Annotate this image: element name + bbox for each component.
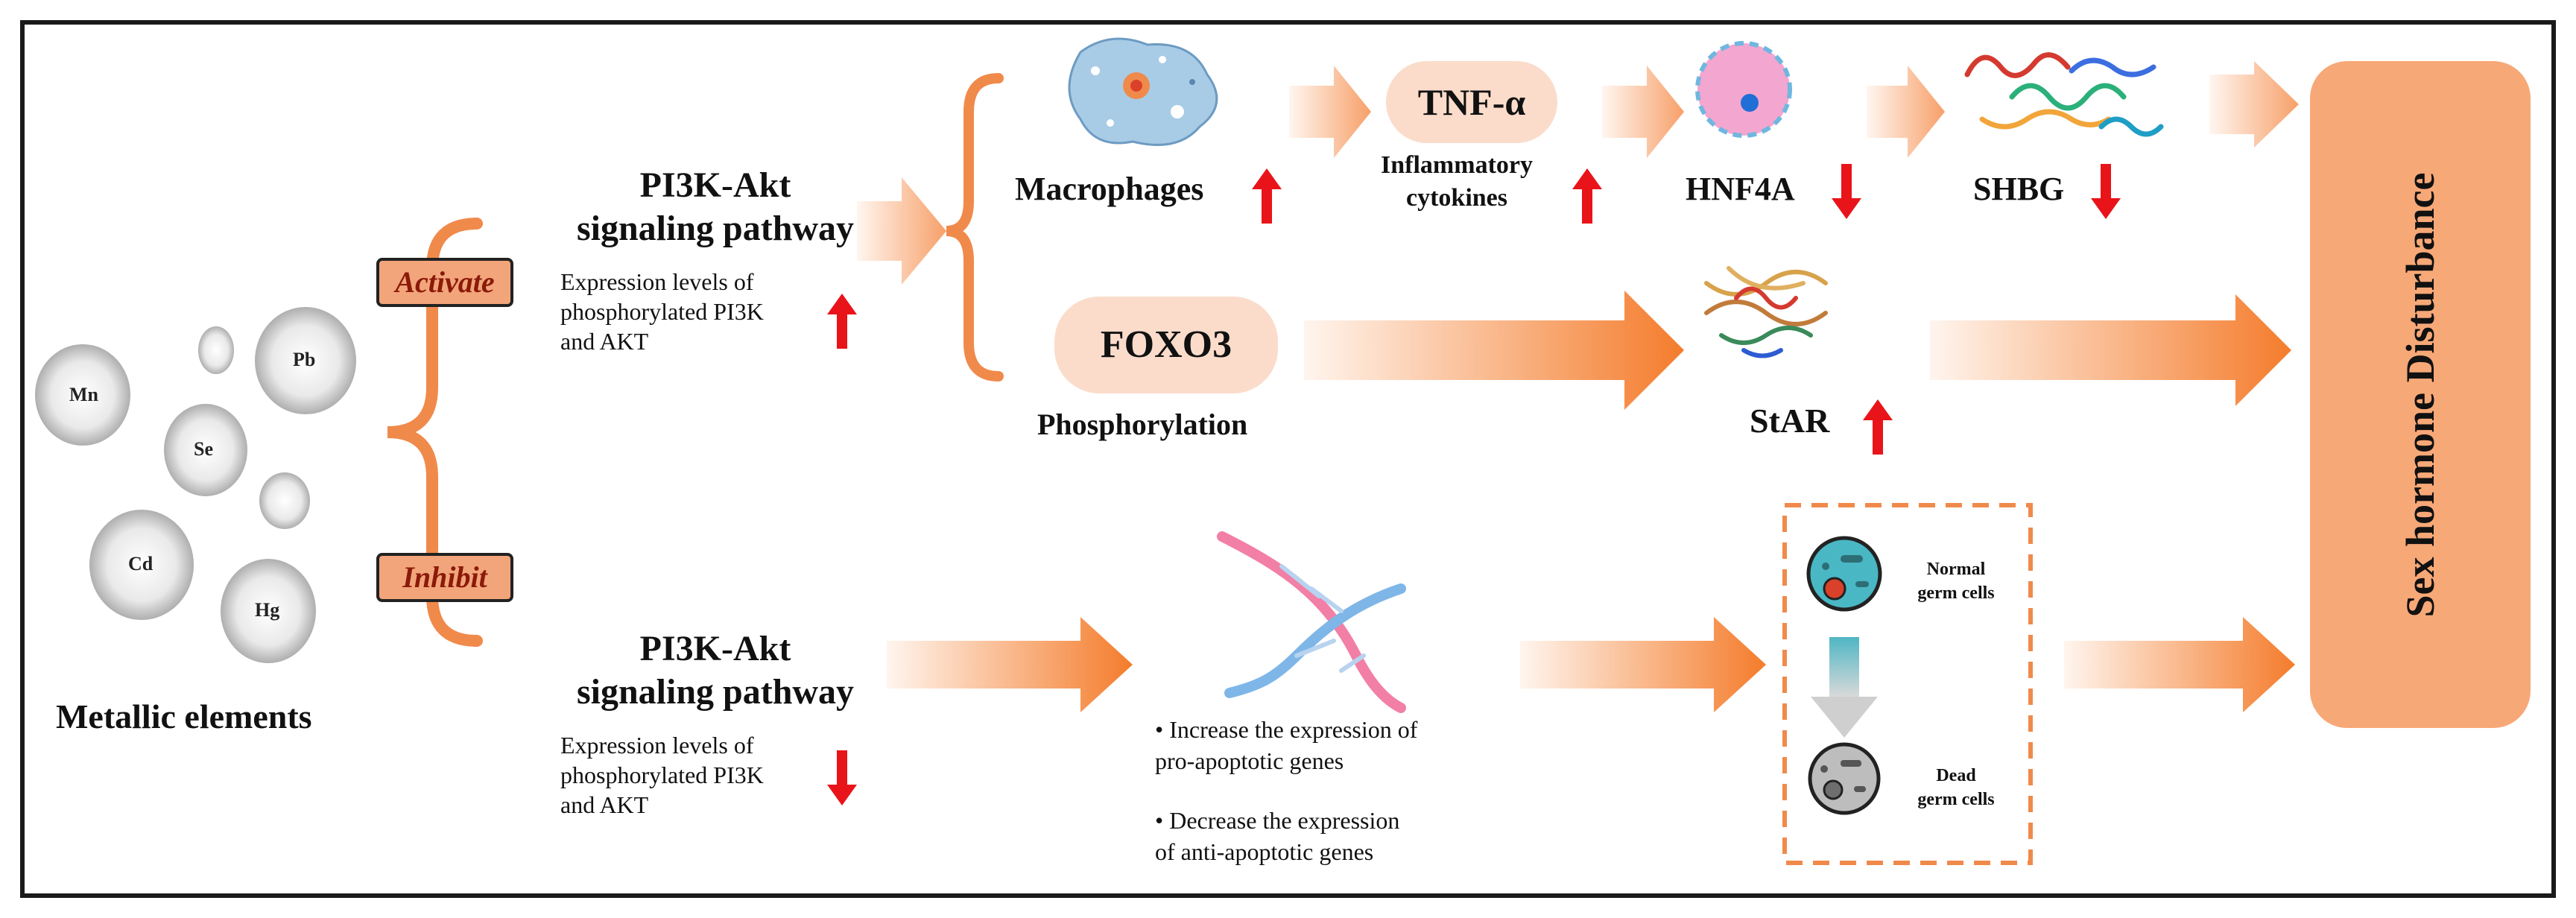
gene-bullet-decrease-line2: of anti-apoptotic genes: [1155, 838, 1374, 865]
ball-mn: [35, 344, 130, 446]
ball-pb: [255, 307, 356, 414]
branch-bracket: [946, 73, 1004, 382]
activate-tag: Activate: [376, 258, 513, 307]
gene-bullet-increase-line1: Increase the expression of: [1155, 714, 1417, 745]
metal-balls: [35, 307, 356, 663]
macrophages-label: Macrophages: [1015, 171, 1204, 207]
activate-pathway-title: PI3K-Akt signaling pathway: [551, 164, 879, 250]
inhibit-pathway-title-line1: PI3K-Akt: [639, 629, 791, 668]
arrow-genes-cells: [1520, 617, 1766, 712]
tnf-caption: Inflammatory cytokines: [1341, 149, 1572, 215]
inhibit-tag: Inhibit: [376, 553, 513, 602]
normal-germ-cells-line1: Normal: [1926, 560, 1986, 579]
metallic-elements-label: Metallic elements: [56, 697, 312, 735]
dead-germ-cells-line2: germ cells: [1917, 790, 1995, 809]
gene-bullet-decrease-line1: Decrease the expression: [1155, 805, 1399, 836]
ball-small-1: [198, 326, 234, 374]
arrow-tnf-hnf: [1602, 66, 1684, 158]
ball-label-mn: Mn: [69, 384, 98, 405]
normal-germ-cell-icon: [1806, 536, 1882, 612]
ball-label-pb: Pb: [293, 349, 316, 370]
inhibit-expression-line2: phosphorylated PI3K: [560, 762, 764, 788]
tnf-caption-line2: cytokines: [1406, 184, 1507, 212]
figure-frame: [20, 20, 2556, 898]
ball-se: [164, 404, 247, 496]
ball-label-se: Se: [194, 438, 213, 460]
activate-expression-line2: phosphorylated PI3K: [560, 298, 764, 325]
dead-germ-cells-line1: Dead: [1936, 766, 1976, 785]
ball-hg: [221, 559, 316, 663]
activate-expression-text: Expression levels of phosphorylated PI3K…: [560, 267, 764, 356]
tnf-caption-line1: Inflammatory: [1381, 151, 1533, 179]
arrow-mac-tnf: [1289, 66, 1371, 158]
ball-label-cd: Cd: [128, 553, 154, 574]
tnf-pill: TNF-α: [1386, 61, 1557, 143]
normal-germ-cells-label: Normal germ cells: [1893, 557, 2019, 605]
arrow-pathway-genes: [887, 617, 1133, 712]
star-protein-icon: [1704, 266, 1828, 358]
dead-germ-cells-label: Dead germ cells: [1893, 764, 2019, 811]
gene-bullet-increase: Increase the expression of pro-apoptotic…: [1155, 714, 1417, 776]
inhibit-expression-line3: and AKT: [560, 791, 649, 818]
ball-label-hg: Hg: [255, 599, 280, 621]
arrow-star-outcome: [1930, 294, 2291, 406]
arrow-pathway-to-bracket: [857, 177, 946, 285]
activate-expression-line3: and AKT: [560, 328, 649, 355]
hnf4a-label: HNF4A: [1686, 171, 1795, 207]
ball-cd: [89, 510, 194, 620]
gene-bullet-decrease: Decrease the expression of anti-apoptoti…: [1155, 805, 1399, 867]
ball-small-2: [259, 472, 310, 529]
foxo3-pill: FOXO3: [1054, 297, 1278, 393]
inhibit-expression-line1: Expression levels of: [560, 732, 754, 759]
hnf4a-cell-icon: [1695, 41, 1792, 138]
activate-expression-line1: Expression levels of: [560, 268, 754, 295]
macrophage-icon: [1068, 37, 1218, 146]
star-label: StAR: [1750, 402, 1830, 440]
arrow-foxo3-star: [1304, 291, 1684, 410]
shbg-protein-icon: [1964, 52, 2164, 137]
dna-icon: [1217, 531, 1406, 713]
outcome-box: [2310, 61, 2531, 728]
gene-bullet-increase-line2: pro-apoptotic genes: [1155, 747, 1344, 774]
phosphorylation-label: Phosphorylation: [1037, 408, 1248, 441]
cell-transition-arrow: [1811, 637, 1878, 738]
activate-pathway-title-line1: PI3K-Akt: [639, 165, 791, 205]
dead-germ-cell-icon: [1808, 742, 1881, 815]
activate-pathway-title-line2: signaling pathway: [576, 209, 855, 248]
inhibit-pathway-title: PI3K-Akt signaling pathway: [551, 627, 879, 714]
normal-germ-cells-line2: germ cells: [1917, 583, 1995, 603]
shbg-label: SHBG: [1973, 171, 2065, 207]
arrow-shbg-outcome: [2209, 61, 2299, 148]
inhibit-expression-text: Expression levels of phosphorylated PI3K…: [560, 730, 764, 820]
split-bracket: [387, 218, 483, 647]
germ-cells-box: [1782, 503, 2033, 865]
inhibit-pathway-title-line2: signaling pathway: [576, 672, 855, 712]
arrow-hnf-shbg: [1867, 66, 1945, 158]
outcome-label: Sex hormone Disturbance: [2398, 172, 2443, 618]
arrow-cells-outcome: [2064, 617, 2295, 712]
